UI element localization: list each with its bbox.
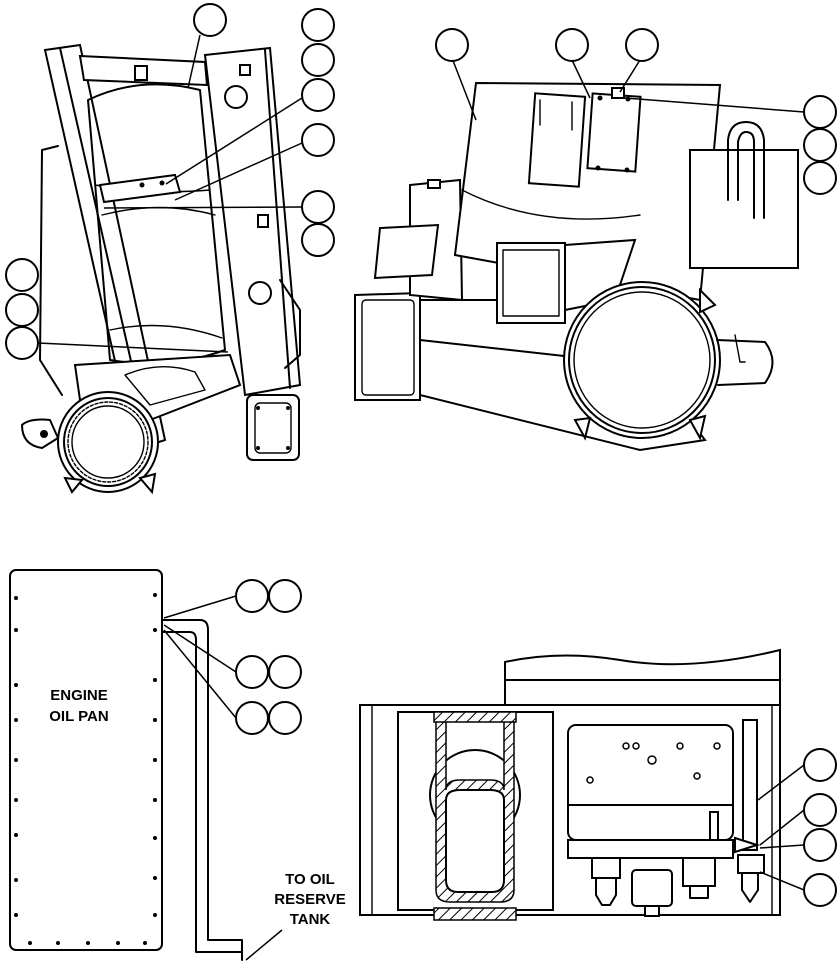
callout-marker <box>435 28 469 62</box>
callout-marker <box>803 161 837 195</box>
callout-marker <box>301 223 335 257</box>
oil-pan-bolts <box>14 593 157 945</box>
oil-reserve-tank-label-line1: TO OIL <box>285 871 335 888</box>
callout-marker <box>301 8 335 42</box>
callout-marker <box>268 655 302 689</box>
callout-marker <box>625 28 659 62</box>
callout-marker <box>301 43 335 77</box>
callout-marker <box>5 258 39 292</box>
callouts-view-tank-frame <box>5 3 335 360</box>
callouts-view-valve-assembly <box>757 748 837 907</box>
callout-marker <box>803 793 837 827</box>
callout-marker <box>193 3 227 37</box>
callout-marker <box>235 579 269 613</box>
oil-reserve-tank-label-line3: TANK <box>290 911 331 928</box>
oil-reserve-tank-label-line2: RESERVE <box>274 891 345 908</box>
callout-marker <box>803 95 837 129</box>
callout-marker <box>555 28 589 62</box>
callout-marker <box>301 190 335 224</box>
view-tank-frame <box>21 43 302 495</box>
engine-oil-pan-outline <box>9 569 163 951</box>
view-housing <box>354 81 799 452</box>
engine-oil-pan-label-line1: ENGINE <box>50 687 108 704</box>
callout-marker <box>5 293 39 327</box>
view-valve-assembly <box>359 648 781 921</box>
callouts-view-housing <box>435 28 837 195</box>
callout-marker <box>268 579 302 613</box>
callouts-view-oil-pan <box>163 579 302 735</box>
callout-marker <box>235 655 269 689</box>
engine-oil-pan-label-line2: OIL PAN <box>49 708 108 725</box>
callout-marker <box>803 128 837 162</box>
callout-marker <box>803 748 837 782</box>
callout-marker <box>268 701 302 735</box>
callout-marker <box>235 701 269 735</box>
callout-marker <box>803 828 837 862</box>
oil-line-tube <box>161 619 243 961</box>
callout-marker <box>301 78 335 112</box>
callout-marker <box>5 326 39 360</box>
view-oil-pan: ENGINE OIL PAN TO OIL RESERVE TANK <box>9 569 346 961</box>
callout-marker <box>301 123 335 157</box>
callout-marker <box>803 873 837 907</box>
